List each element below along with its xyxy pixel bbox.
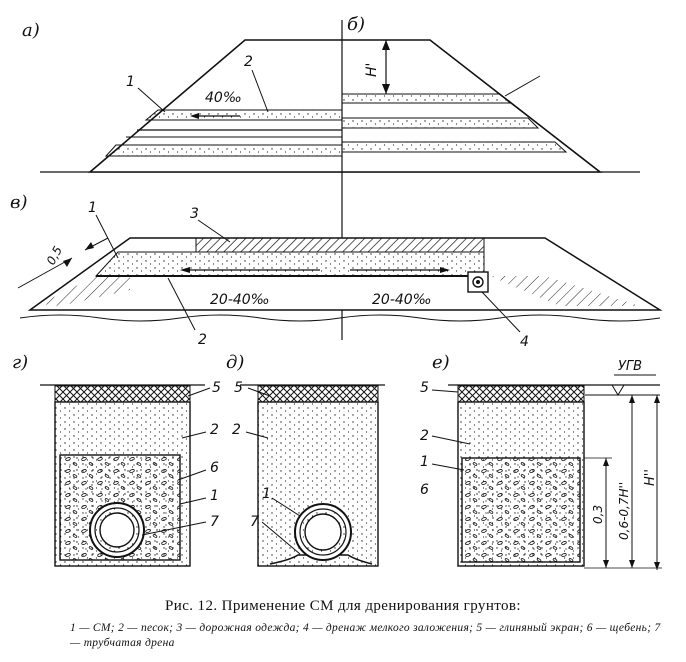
panel-d-label: д) bbox=[226, 352, 244, 373]
v-slope-left: 20-40‰ bbox=[210, 292, 270, 308]
g-callout-1: 1 bbox=[210, 488, 219, 504]
a-slope-label: 40‰ bbox=[205, 90, 242, 106]
panel-a-label: а) bbox=[22, 20, 40, 41]
a-callout-2: 2 bbox=[244, 54, 253, 70]
v-slope-right: 20-40‰ bbox=[372, 292, 432, 308]
d-callout-2: 2 bbox=[232, 422, 241, 438]
e-callout-1: 1 bbox=[420, 454, 429, 470]
figure-caption-legend: 1 — СМ; 2 — песок; 3 — дорожная одежда; … bbox=[70, 622, 661, 649]
e-ugv-label: УГВ bbox=[618, 359, 642, 374]
v-callout-1: 1 bbox=[88, 200, 97, 216]
v-callout-3: 3 bbox=[190, 206, 199, 222]
panel-e-section bbox=[431, 374, 662, 570]
d-callout-1: 1 bbox=[262, 486, 271, 502]
v-callout-4: 4 bbox=[520, 334, 529, 350]
d-callout-7: 7 bbox=[250, 514, 259, 530]
e-dim-0607: 0,6-0,7H'' bbox=[617, 482, 631, 540]
g-callout-5: 5 bbox=[212, 380, 221, 396]
g-callout-6: 6 bbox=[210, 460, 219, 476]
figure-caption-title: Рис. 12. Применение СМ для дренирования … bbox=[165, 598, 521, 614]
panel-v-road-section bbox=[17, 214, 663, 333]
panel-g-section bbox=[40, 384, 211, 567]
panel-a-b-embankment bbox=[40, 39, 640, 173]
e-callout-5: 5 bbox=[420, 380, 429, 396]
g-callout-2: 2 bbox=[210, 422, 219, 438]
e-callout-2: 2 bbox=[420, 428, 429, 444]
e-callout-6: 6 bbox=[420, 482, 429, 498]
b-height-label: H' bbox=[364, 63, 380, 77]
e-dim-03: 0,3 bbox=[591, 505, 605, 524]
figure-labels: а) б) в) г) д) е) 1 2 40‰ H' 1 3 2 4 0,5… bbox=[10, 14, 658, 540]
panel-b-label: б) bbox=[347, 14, 365, 35]
v-callout-2: 2 bbox=[198, 332, 207, 348]
panel-v-label: в) bbox=[10, 192, 28, 213]
a-callout-1: 1 bbox=[126, 74, 135, 90]
d-callout-5: 5 bbox=[234, 380, 243, 396]
g-callout-7: 7 bbox=[210, 514, 219, 530]
e-dim-H: H'' bbox=[643, 469, 658, 486]
panel-g-label: г) bbox=[12, 352, 28, 373]
panel-e-label: е) bbox=[432, 352, 450, 373]
panel-d-section bbox=[240, 384, 385, 567]
